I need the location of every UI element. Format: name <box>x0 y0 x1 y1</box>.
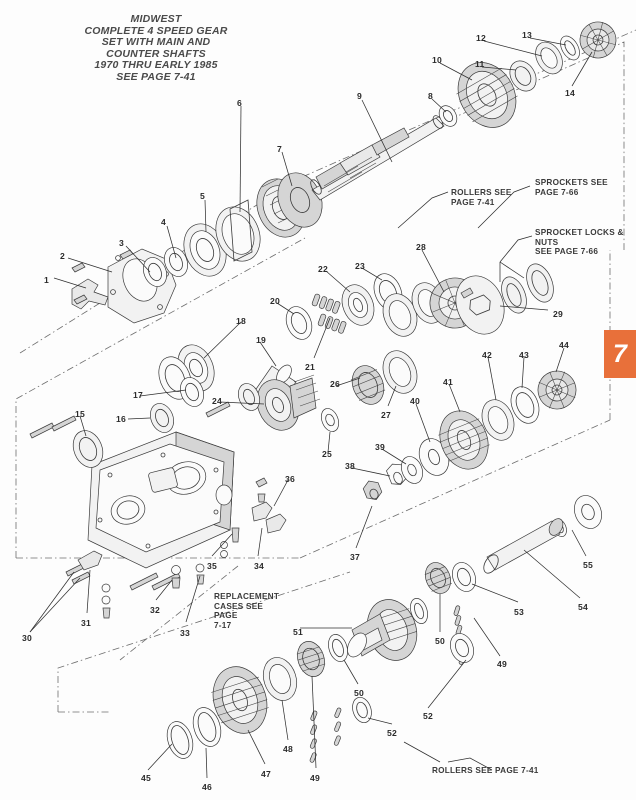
callout-17: 17 <box>133 390 143 400</box>
callout-14: 14 <box>565 88 575 98</box>
transmission-case <box>29 377 287 619</box>
mainshaft-gear-cluster <box>362 370 602 665</box>
callout-52b: 52 <box>423 711 433 721</box>
callout-32: 32 <box>150 605 160 615</box>
callout-53: 53 <box>514 607 524 617</box>
callout-42: 42 <box>482 350 492 360</box>
cluster-gear-24 <box>256 374 321 431</box>
callout-26: 26 <box>330 379 340 389</box>
callout-5: 5 <box>200 191 205 201</box>
callout-38: 38 <box>345 461 355 471</box>
callout-50: 50 <box>354 688 364 698</box>
note-sprocket-locks: SPROCKET LOCKS & NUTS SEE PAGE 7-66 <box>535 228 624 257</box>
leader-lines <box>29 37 593 779</box>
callout-24: 24 <box>212 396 222 406</box>
roller-set-21 <box>311 293 347 334</box>
callout-55: 55 <box>583 560 593 570</box>
callout-35: 35 <box>207 561 217 571</box>
bottom-gear-assembly <box>166 598 428 763</box>
callout-12: 12 <box>476 33 486 43</box>
callout-51: 51 <box>293 627 303 637</box>
note-sprockets: SPROCKETS SEE PAGE 7-66 <box>535 178 608 197</box>
callout-41: 41 <box>443 377 453 387</box>
callout-7: 7 <box>277 144 282 154</box>
note-rollers-bottom: ROLLERS SEE PAGE 7-41 <box>432 766 539 775</box>
callout-33: 33 <box>180 628 190 638</box>
callout-9: 9 <box>357 91 362 101</box>
countershaft-rod <box>483 518 564 574</box>
callout-30: 30 <box>22 633 32 643</box>
callout-31: 31 <box>81 618 91 628</box>
callout-10: 10 <box>432 55 442 65</box>
roller-cage-26 <box>351 365 385 405</box>
callout-28: 28 <box>416 242 426 252</box>
callout-13: 13 <box>522 30 532 40</box>
callout-23: 23 <box>355 261 365 271</box>
callout-22: 22 <box>318 264 328 274</box>
shifter-clutch-44 <box>537 370 577 410</box>
callout-18: 18 <box>236 316 246 326</box>
callout-39: 39 <box>375 442 385 452</box>
main-shaft <box>310 115 445 201</box>
callout-49b: 49 <box>497 659 507 669</box>
callout-47: 47 <box>261 769 271 779</box>
callout-52: 52 <box>387 728 397 738</box>
callout-2: 2 <box>60 251 65 261</box>
callout-1: 1 <box>44 275 49 285</box>
callout-50b: 50 <box>435 636 445 646</box>
chapter-tab[interactable]: 7 <box>604 330 636 378</box>
callout-44: 44 <box>559 340 569 350</box>
callout-34: 34 <box>254 561 264 571</box>
callout-25: 25 <box>322 449 332 459</box>
main-shaft-assembly <box>71 21 617 324</box>
callout-21: 21 <box>305 362 315 372</box>
callout-46: 46 <box>202 782 212 792</box>
callout-6: 6 <box>237 98 242 108</box>
callout-19: 19 <box>256 335 266 345</box>
callout-8: 8 <box>428 91 433 101</box>
callout-40: 40 <box>410 396 420 406</box>
callout-3: 3 <box>119 238 124 248</box>
callout-49: 49 <box>310 773 320 783</box>
second-gear-51 <box>347 599 418 661</box>
page-title: MIDWEST COMPLETE 4 SPEED GEAR SET WITH M… <box>84 13 228 83</box>
callout-54: 54 <box>578 602 588 612</box>
note-replacement: REPLACEMENT CASES SEE PAGE 7-17 <box>214 592 280 630</box>
callout-43: 43 <box>519 350 529 360</box>
callout-48: 48 <box>283 744 293 754</box>
callout-20: 20 <box>270 296 280 306</box>
callout-37: 37 <box>350 552 360 562</box>
callout-15: 15 <box>75 409 85 419</box>
callout-11: 11 <box>475 59 485 69</box>
callout-36: 36 <box>285 474 295 484</box>
callout-27: 27 <box>381 410 391 420</box>
hardware-cluster <box>65 477 287 619</box>
sprocket <box>579 21 617 59</box>
callout-29: 29 <box>553 309 563 319</box>
callout-16: 16 <box>116 414 126 424</box>
callout-45: 45 <box>141 773 151 783</box>
callout-4: 4 <box>161 217 166 227</box>
note-rollers-top: ROLLERS SEE PAGE 7-41 <box>451 188 512 207</box>
loose-rollers-52 <box>309 707 342 763</box>
